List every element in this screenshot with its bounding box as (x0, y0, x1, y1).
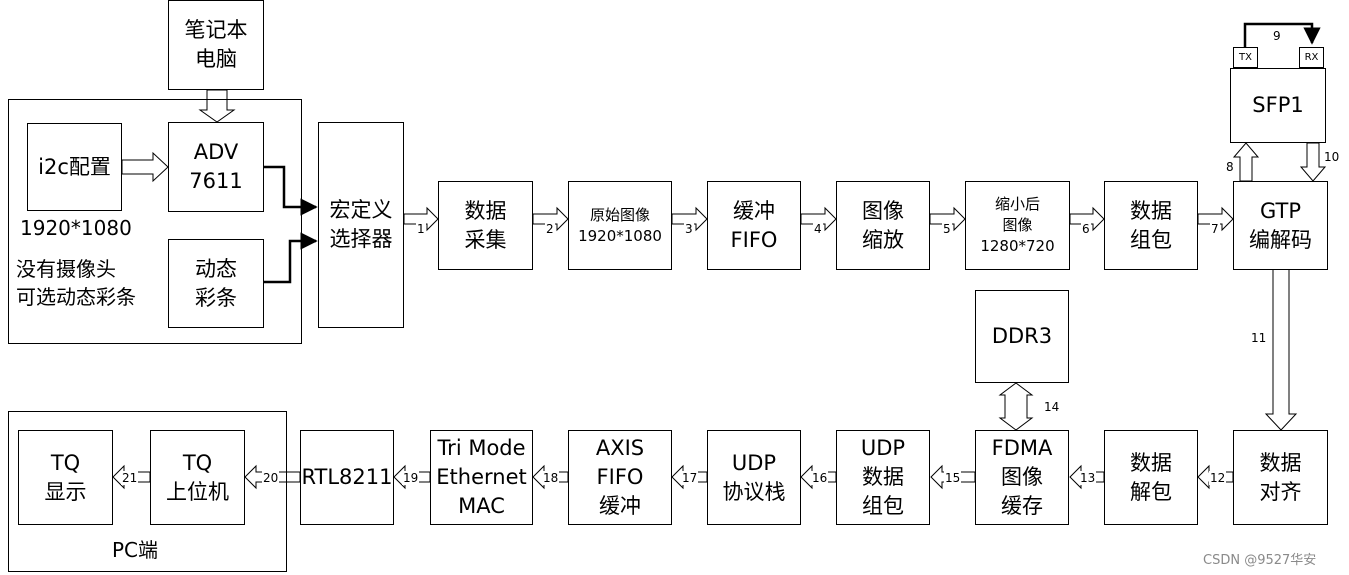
conn-label-14: 14 (1043, 400, 1061, 414)
buffer-fifo-block: 缓冲 FIFO (707, 181, 801, 270)
arrow-5 (929, 206, 966, 232)
laptop-block: 笔记本 电脑 (168, 0, 264, 90)
arrow-6 (1069, 206, 1105, 232)
data-align-block: 数据 对齐 (1233, 430, 1328, 525)
ethernet-mac-block: Tri Mode Ethernet MAC (430, 430, 533, 525)
conn-label-3: 3 (684, 222, 694, 236)
ddr3-block: DDR3 (975, 290, 1069, 383)
capture-block: 数据 采集 (438, 181, 533, 270)
arrow-11 (1264, 268, 1298, 431)
line-adv-selector (264, 165, 318, 216)
arrow-3 (671, 206, 708, 232)
conn-label-16: 16 (811, 471, 829, 485)
packet-block: 数据 组包 (1104, 181, 1198, 270)
arrow-i2c-adv (121, 151, 169, 183)
arrow-1 (403, 206, 439, 232)
arrow-8 (1232, 142, 1260, 182)
fdma-cache-block: FDMA 图像 缓存 (975, 430, 1069, 525)
conn-label-2: 2 (545, 222, 555, 236)
selector-block: 宏定义 选择器 (318, 122, 404, 328)
pc-side-label: PC端 (112, 538, 159, 562)
conn-label-10: 10 (1323, 150, 1341, 164)
conn-label-13: 13 (1079, 471, 1097, 485)
conn-label-19: 19 (402, 471, 420, 485)
gtp-codec-block: GTP 编解码 (1233, 181, 1328, 270)
i2c-config-block: i2c配置 (27, 123, 122, 211)
line-9-loopback (1243, 22, 1321, 47)
scale-block: 图像 缩放 (836, 181, 930, 270)
arrow-4 (800, 206, 837, 232)
arrow-10 (1299, 142, 1327, 182)
tx-port: TX (1233, 47, 1258, 68)
tq-host-block: TQ 上位机 (150, 430, 245, 525)
watermark: CSDN @9527华安 (1203, 553, 1317, 568)
arrow-14 (998, 382, 1034, 431)
conn-label-1: 1 (416, 222, 426, 236)
conn-label-4: 4 (813, 222, 823, 236)
conn-label-9: 9 (1272, 29, 1282, 43)
rtl8211-block: RTL8211 (300, 430, 394, 525)
conn-label-5: 5 (942, 222, 952, 236)
arrow-2 (532, 206, 569, 232)
no-camera-label: 没有摄像头 可选动态彩条 (16, 257, 136, 309)
adv7611-block: ADV 7611 (168, 122, 264, 212)
sfp1-block: SFP1 (1230, 68, 1326, 143)
conn-label-18: 18 (542, 471, 560, 485)
conn-label-17: 17 (681, 471, 699, 485)
conn-label-6: 6 (1081, 222, 1091, 236)
dynamic-bars-block: 动态 彩条 (168, 239, 264, 328)
line-bars-selector (264, 232, 318, 284)
axis-fifo-block: AXIS FIFO 缓冲 (568, 430, 672, 525)
udp-pack-block: UDP 数据 组包 (836, 430, 930, 525)
rx-port: RX (1299, 47, 1324, 68)
pc-group (8, 411, 287, 572)
udp-stack-block: UDP 协议栈 (707, 430, 801, 525)
conn-label-15: 15 (944, 471, 962, 485)
arrow-laptop-adv (198, 89, 236, 123)
raw-image-block: 原始图像 1920*1080 (568, 181, 672, 270)
scaled-image-block: 缩小后 图像 1280*720 (965, 181, 1070, 270)
resolution-label: 1920*1080 (20, 216, 132, 240)
conn-label-11: 11 (1250, 331, 1268, 345)
data-unpack-block: 数据 解包 (1104, 430, 1198, 525)
tq-display-block: TQ 显示 (18, 430, 113, 525)
conn-label-12: 12 (1209, 471, 1227, 485)
camera-source-group (8, 99, 302, 344)
conn-label-21: 21 (121, 471, 139, 485)
conn-label-8: 8 (1225, 160, 1235, 174)
arrow-7 (1197, 206, 1234, 232)
conn-label-7: 7 (1210, 222, 1220, 236)
conn-label-20: 20 (262, 471, 280, 485)
